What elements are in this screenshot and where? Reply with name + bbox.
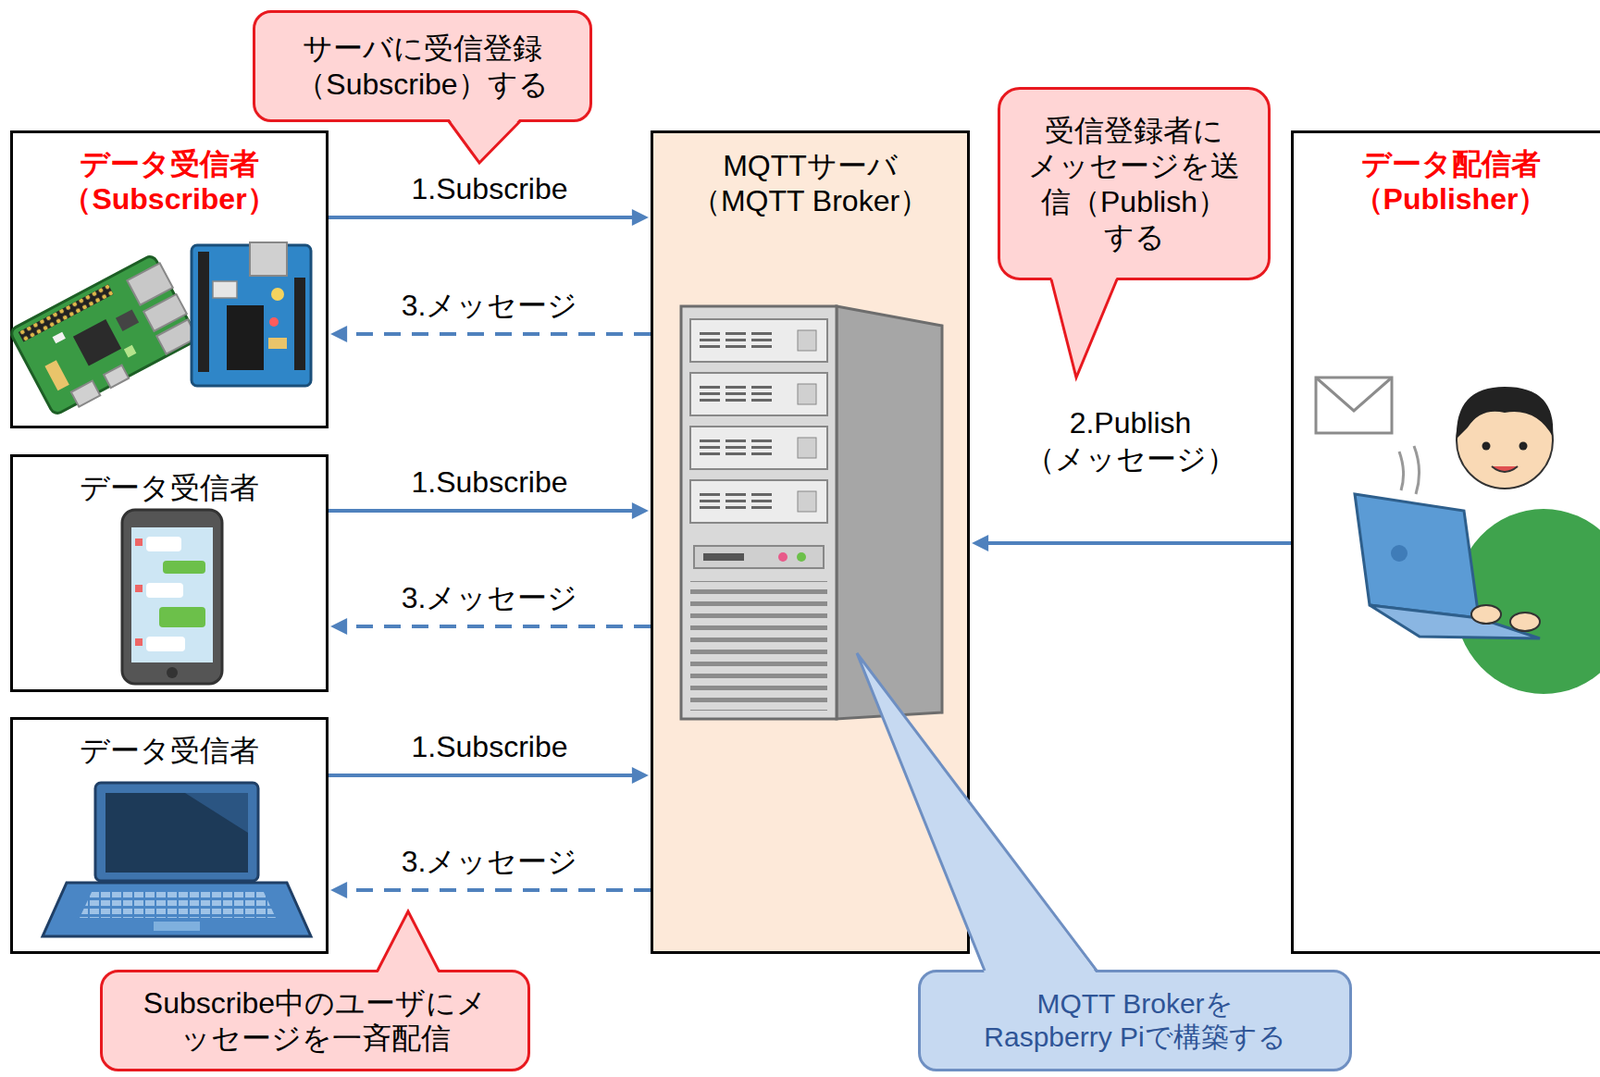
subscriber-box: データ受信者: [10, 717, 329, 955]
callout-tail-part: [448, 121, 521, 163]
callout-text: 受信登録者に メッセージを送 信（Publish） する: [1028, 112, 1241, 256]
edge-label: 3.メッセージ: [397, 287, 583, 323]
callout-tail-part: [377, 911, 439, 971]
edge-label: 1.Subscribe: [408, 171, 572, 207]
edge-label: 3.メッセージ: [397, 843, 583, 880]
subscriber-box: データ受信者: [10, 454, 329, 693]
edge-label: 2.Publish （メッセージ）: [1016, 405, 1246, 477]
message-arrow: [339, 332, 651, 336]
request-arrow: [980, 541, 1291, 546]
edge-label: 1.Subscribe: [408, 729, 572, 765]
callout-bubble: 受信登録者に メッセージを送 信（Publish） する: [997, 86, 1271, 281]
message-arrow: [339, 888, 651, 893]
callout-tail-part: [377, 911, 439, 974]
request-arrow: [328, 215, 640, 220]
callout-text: MQTT Brokerを Raspberry Piで構築する: [970, 987, 1301, 1055]
box-heading: データ配信者 （Publisher）: [1312, 146, 1590, 218]
box-heading: データ受信者: [30, 732, 309, 769]
box-heading: MQTTサーバ （MQTT Broker）: [681, 148, 941, 220]
subscriber-box: データ受信者 （Subscriber）: [10, 130, 329, 429]
callout-tail-part: [1051, 279, 1117, 378]
request-arrow: [328, 773, 640, 778]
callout-tail-part: [448, 118, 521, 163]
edge-label: 3.メッセージ: [397, 580, 583, 616]
edge-label: 1.Subscribe: [408, 464, 572, 500]
box-heading: データ受信者: [30, 470, 309, 506]
broker-box: MQTTサーバ （MQTT Broker）: [650, 130, 970, 955]
callout-bubble: サーバに受信登録 （Subscribe）する: [252, 10, 593, 123]
callout-text: サーバに受信登録 （Subscribe）する: [284, 30, 562, 102]
callout-bubble: MQTT Brokerを Raspberry Piで構築する: [917, 969, 1352, 1072]
callout-bubble: Subscribe中のユーザにメ ッセージを一斉配信: [99, 969, 531, 1072]
request-arrow: [328, 508, 640, 513]
box-heading: データ受信者 （Subscriber）: [30, 146, 309, 218]
message-arrow: [339, 624, 651, 629]
callout-tail-part: [1051, 276, 1117, 378]
publisher-box: データ配信者 （Publisher）: [1290, 130, 1600, 955]
callout-text: Subscribe中のユーザにメ ッセージを一斉配信: [111, 985, 520, 1057]
